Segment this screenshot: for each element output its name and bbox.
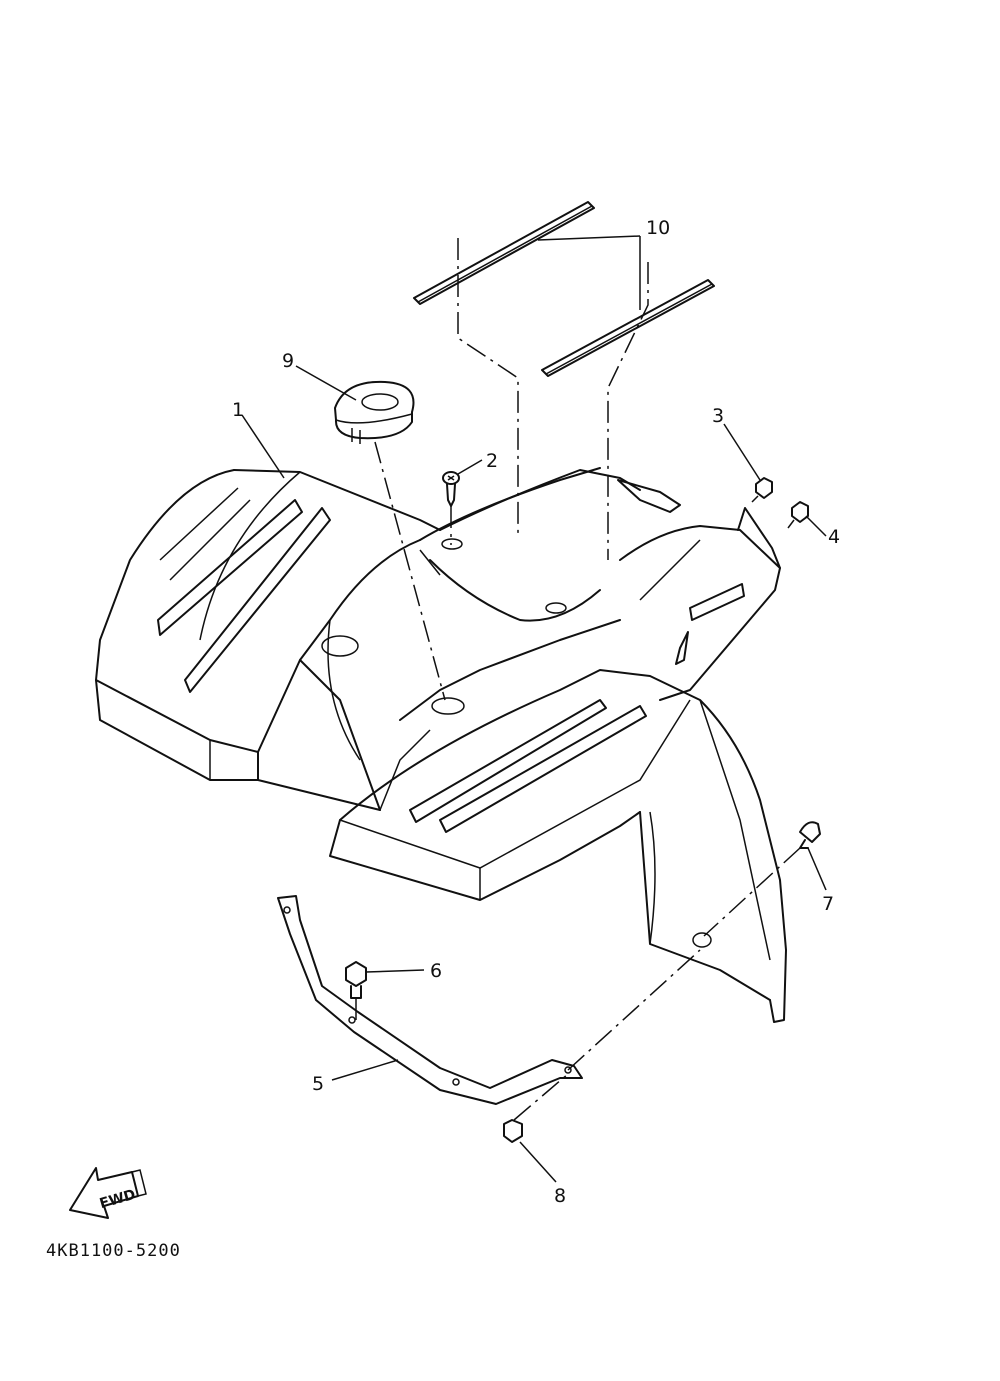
leader-8	[519, 1141, 557, 1183]
callout-6: 6	[430, 960, 442, 982]
leader-1	[241, 414, 285, 479]
front-fender	[95, 467, 787, 1023]
nut-guide	[513, 1073, 569, 1121]
callout-1: 1	[232, 399, 244, 421]
bolt-3	[751, 477, 773, 503]
strip-guide-right	[607, 262, 649, 560]
trim-strip-lower	[541, 279, 715, 377]
leader-9	[295, 365, 357, 401]
bolt-4	[787, 501, 809, 529]
leader-7	[807, 847, 827, 891]
callout-5: 5	[312, 1073, 324, 1095]
grommet-guide	[374, 441, 446, 701]
leader-2	[457, 459, 483, 475]
bolt-6	[345, 961, 367, 999]
leader-4	[805, 515, 827, 537]
diagram-code: 4KB1100-5200	[46, 1241, 181, 1261]
callout-4: 4	[828, 526, 840, 548]
callout-2: 2	[486, 450, 498, 472]
trim-strip-upper	[413, 201, 595, 305]
bracket-5	[277, 895, 583, 1105]
grommet-cap	[334, 380, 415, 444]
strip-guide-left	[457, 238, 519, 535]
bracket-guide	[567, 949, 701, 1071]
leader-5	[331, 1059, 399, 1081]
fwd-label: FWD	[98, 1187, 138, 1212]
screw-2	[442, 471, 460, 507]
nut-8	[503, 1119, 523, 1143]
callout-7: 7	[822, 893, 834, 915]
leader-6	[365, 969, 425, 973]
rivet-guide	[703, 847, 801, 937]
leader-3	[723, 423, 761, 481]
fwd-arrow-icon: FWD	[69, 1167, 147, 1219]
leader-10	[537, 235, 641, 241]
callout-9: 9	[282, 350, 294, 372]
callout-3: 3	[712, 405, 724, 427]
callout-8: 8	[554, 1185, 566, 1207]
rivet-7	[799, 821, 821, 849]
callout-10: 10	[646, 217, 670, 239]
